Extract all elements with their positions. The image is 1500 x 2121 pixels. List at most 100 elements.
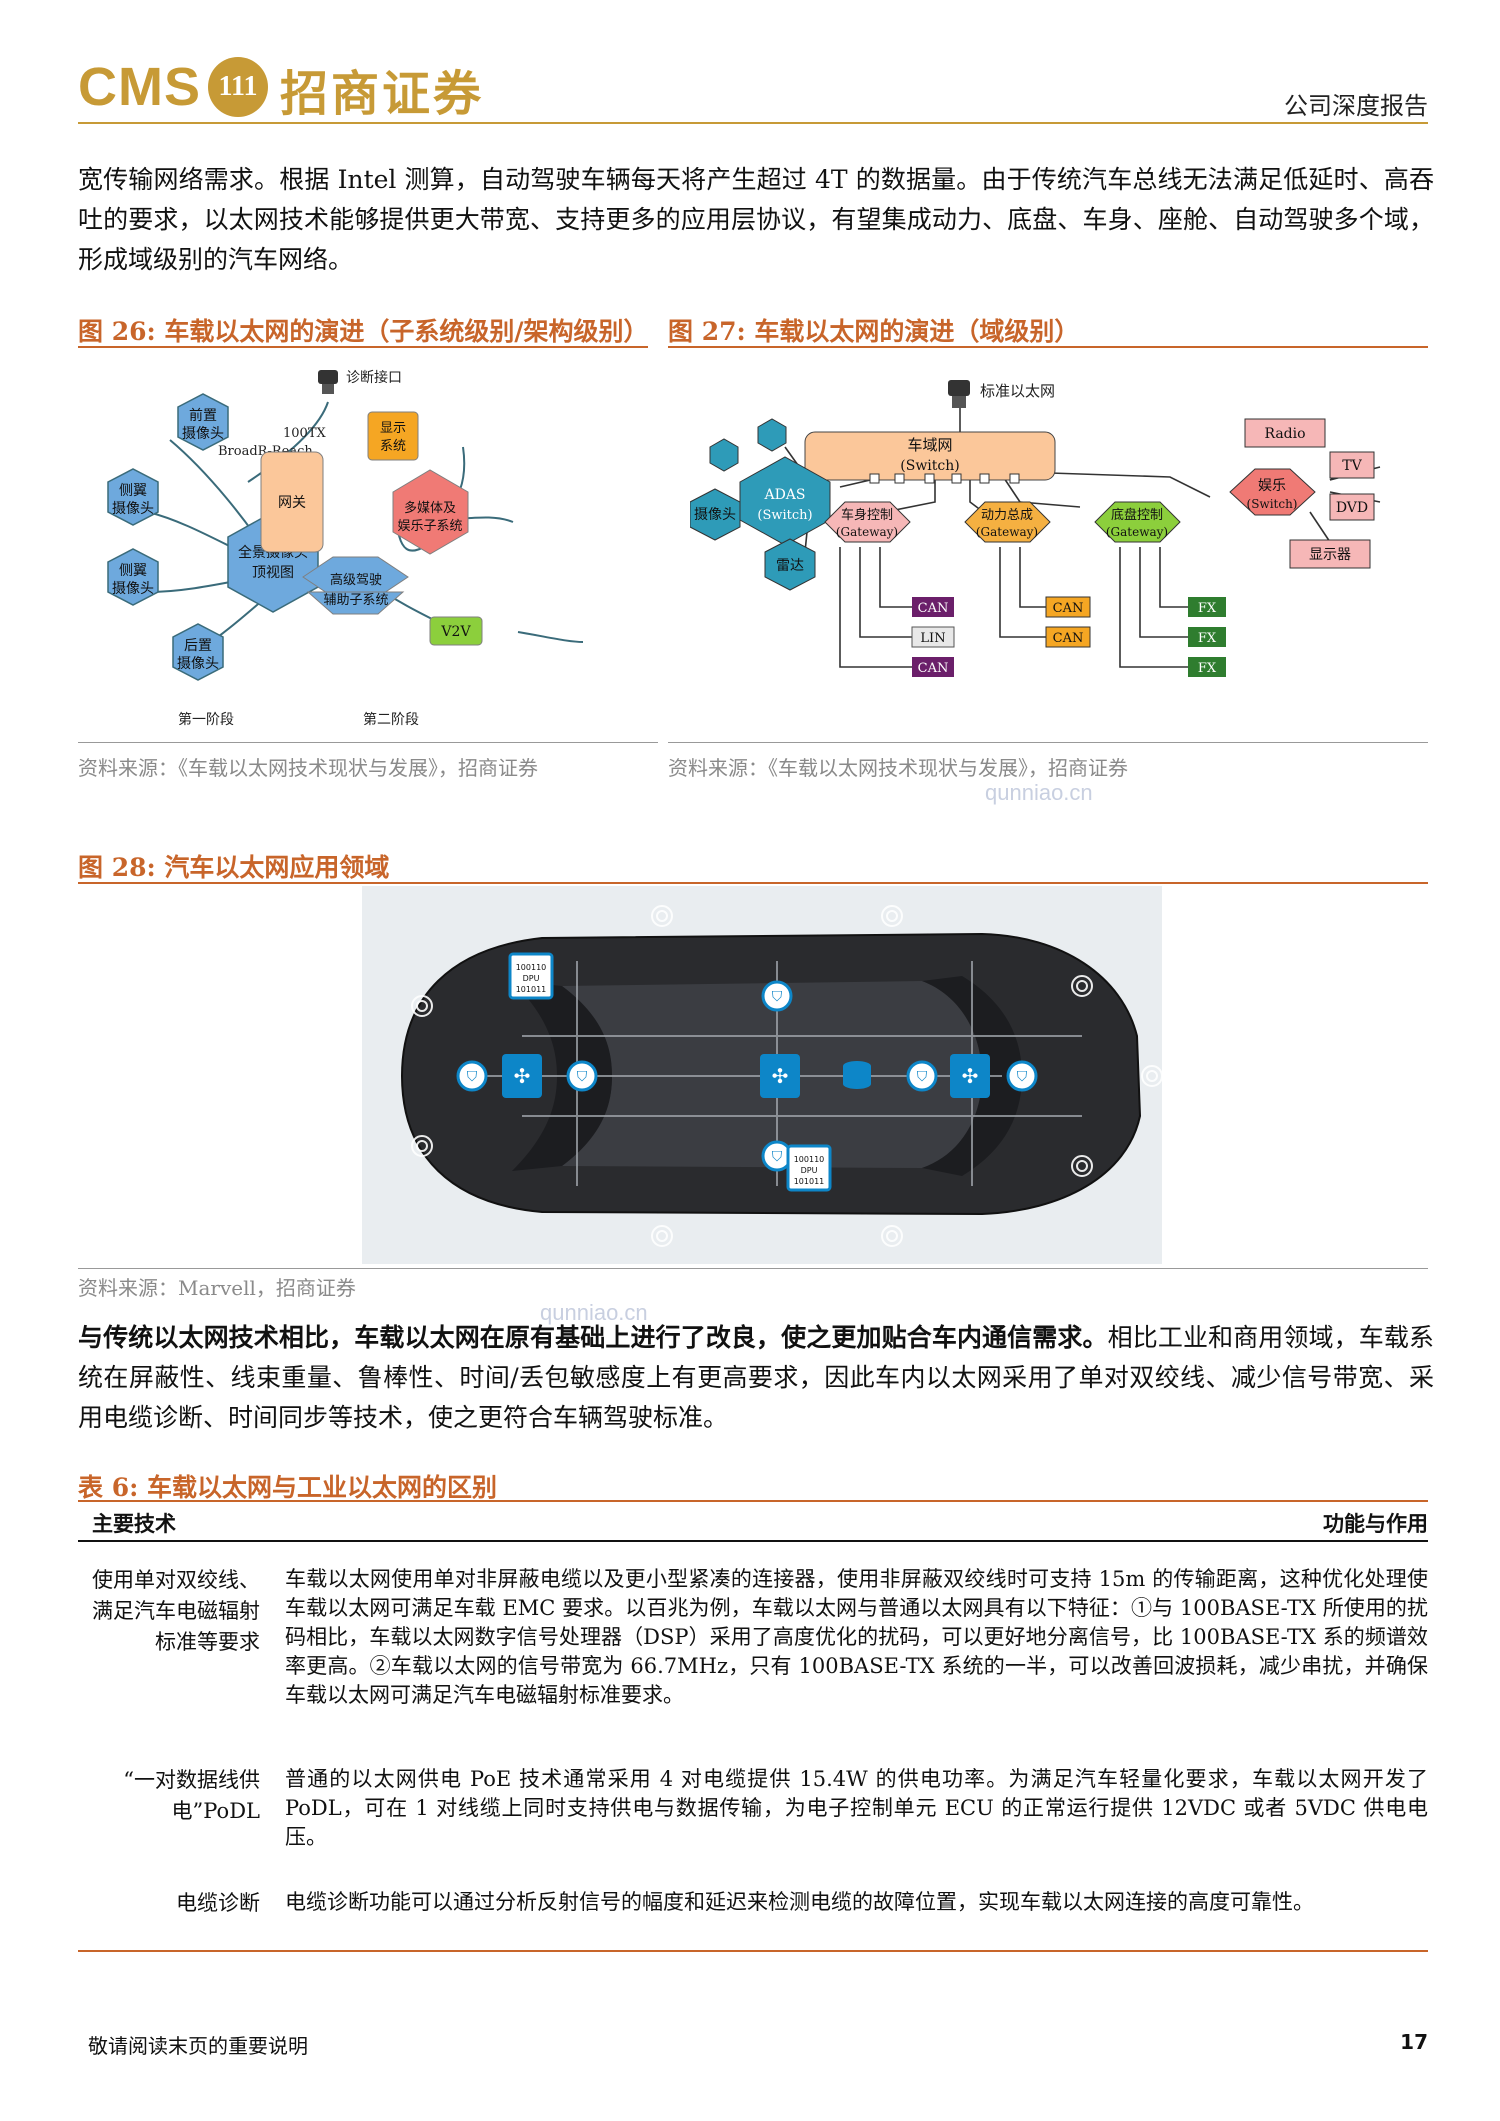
para2: 与传统以太网技术相比，车载以太网在原有基础上进行了改良，使之更加贴合车内通信需求… — [78, 1318, 1434, 1438]
table6-head-rule — [78, 1540, 1428, 1542]
svg-text:车域网: 车域网 — [907, 436, 952, 454]
table6-bottom-rule — [78, 1950, 1428, 1952]
svg-text:车身控制: 车身控制 — [841, 507, 893, 523]
hub-chip-rear: ✣ — [950, 1054, 990, 1098]
svg-text:多媒体及: 多媒体及 — [404, 500, 456, 516]
fig26-side-cam2-l2: 摄像头 — [112, 581, 154, 597]
intro-paragraph: 宽传输网络需求。根据 Intel 测算，自动驾驶车辆每天将产生超过 4T 的数据… — [78, 165, 1434, 274]
shield-node-6 — [1006, 1060, 1038, 1092]
fig26-title-rule — [78, 346, 648, 348]
watermark-1: qunniao.cn — [985, 780, 1093, 805]
para2-rest: 相比工业和商用领域，车载系统在屏蔽性、线束重量、鲁棒性、时间/丢包敏感度上有更高… — [78, 1323, 1434, 1432]
display-screen-box — [1289, 539, 1371, 569]
fig26-rear-cam-l2: 摄像头 — [177, 656, 219, 672]
fig28-title: 图 28: 汽车以太网应用领域 — [78, 853, 390, 882]
chassis-bus-3: FX — [1198, 661, 1217, 676]
fig27-source: 资料来源：《车载以太网技术现状与发展》，招商证券 — [668, 756, 1128, 780]
svg-text:100110: 100110 — [516, 963, 547, 972]
table6-col1: 主要技术 — [92, 1511, 176, 1536]
svg-text:✣: ✣ — [772, 1064, 789, 1088]
fig27-monitor: 显示器 — [1309, 547, 1351, 563]
dpu-chip-1: 100110 DPU 101011 — [508, 952, 554, 1000]
fig26-side-cam1-l1: 侧翼 — [119, 483, 147, 499]
svg-text:底盘控制: 底盘控制 — [1111, 507, 1163, 523]
power-gateway-hex — [964, 501, 1051, 543]
fig26-rear-cam-l1: 后置 — [184, 638, 212, 654]
svg-text:⛉: ⛉ — [917, 1069, 928, 1085]
chassis-bus-1: FX — [1198, 601, 1217, 616]
chassis-bus-2: FX — [1198, 631, 1217, 646]
svg-text:(Gateway): (Gateway) — [1106, 525, 1168, 539]
rear-cam-hex — [172, 623, 224, 681]
front-cam-hex — [177, 393, 229, 451]
fig27-radio: Radio — [1264, 426, 1305, 442]
svg-text:(Gateway): (Gateway) — [976, 525, 1038, 539]
fig26-gateway: 网关 — [278, 495, 306, 511]
fig26-front-cam-l2: 摄像头 — [182, 426, 224, 442]
fig26-v2v: V2V — [440, 624, 471, 640]
page-number: 17 — [1400, 2030, 1428, 2054]
para2-bold: 与传统以太网技术相比，车载以太网在原有基础上进行了改良，使之更加贴合车内通信需求… — [78, 1323, 1108, 1352]
svg-text:(Gateway): (Gateway) — [836, 525, 898, 539]
side-cam1-hex — [107, 468, 159, 526]
fig26-stage2-label: 第二阶段 — [363, 711, 419, 728]
fig26-diag-label: 诊断接口 — [346, 369, 402, 386]
display-box — [367, 411, 419, 461]
small-hex-2 — [709, 438, 739, 472]
v2v-box — [429, 616, 483, 646]
svg-text:101011: 101011 — [794, 1177, 825, 1186]
fig27-title: 图 27: 车载以太网的演进（域级别） — [668, 317, 1080, 346]
fig27-std-eth: 标准以太网 — [980, 382, 1055, 400]
tv-box — [1329, 451, 1375, 479]
fig27-bottom-rule — [668, 742, 1428, 743]
svg-text:娱乐子系统: 娱乐子系统 — [397, 519, 462, 534]
footer-note: 敬请阅读末页的重要说明 — [88, 2034, 308, 2058]
shield-node-1 — [456, 1060, 488, 1092]
fig28-image: ✣ ✣ ✣ ⛉⛉⛉ ⛉⛉⛉ — [362, 886, 1163, 1264]
body-bus-1: CAN — [918, 601, 949, 616]
shield-node-3 — [761, 980, 793, 1012]
svg-text:100110: 100110 — [794, 1155, 825, 1164]
shield-node-5 — [906, 1060, 938, 1092]
svg-text:⛉: ⛉ — [772, 1149, 783, 1165]
fig26-side-cam1-l2: 摄像头 — [112, 501, 154, 517]
table6-row1-tech: 使用单对双绞线、满足汽车电磁辐射标准等要求 — [92, 1568, 260, 1654]
body-gateway-hex — [824, 501, 911, 543]
hub-chip-front: ✣ — [502, 1054, 542, 1098]
svg-text:101011: 101011 — [516, 985, 547, 994]
table6-row3-desc: 电缆诊断功能可以通过分析反射信号的幅度和延迟来检测电缆的故障位置，实现车载以太网… — [285, 1890, 1314, 1914]
svg-text:动力总成: 动力总成 — [981, 508, 1033, 523]
fig26-front-cam-l1: 前置 — [189, 407, 217, 424]
rear-window — [922, 976, 1022, 1176]
dpu-chip-2: 100110 DPU 101011 — [786, 1144, 832, 1192]
watermark-2: qunniao.cn — [540, 1300, 648, 1325]
diag-connector-icon — [318, 370, 338, 394]
fig27-radar: 雷达 — [776, 558, 804, 574]
table6-row2-tech: “一对数据线供电”PoDL — [123, 1768, 260, 1823]
svg-text:DPU: DPU — [801, 1166, 818, 1175]
fig26-stage1-label: 第一阶段 — [178, 711, 234, 728]
fig27-diagram: 标准以太网 车域网 (Switch) ADAS (Switch) 摄像头 雷达 … — [690, 380, 1381, 677]
small-hex-1 — [757, 418, 787, 452]
svg-text:辅助子系统: 辅助子系统 — [323, 593, 388, 608]
dvd-box — [1329, 493, 1375, 521]
svg-text:✣: ✣ — [962, 1064, 979, 1088]
shield-node-2 — [566, 1060, 598, 1092]
fig26-center-l2: 顶视图 — [252, 565, 294, 581]
power-bus-1: CAN — [1053, 601, 1084, 616]
fig26-100tx-label: 100TX — [283, 426, 326, 441]
header-divider — [78, 122, 1428, 124]
fig27-title-rule — [668, 346, 1428, 348]
power-bus-2: CAN — [1053, 631, 1084, 646]
side-cam2-hex — [107, 548, 159, 606]
hub-chip-center: ✣ — [760, 1054, 800, 1098]
svg-text:⛉: ⛉ — [1017, 1069, 1028, 1085]
database-icon — [843, 1061, 871, 1089]
table6-row3-tech: 电缆诊断 — [176, 1891, 260, 1915]
chassis-gateway-hex — [1094, 501, 1181, 543]
table6-title: 表 6: 车载以太网与工业以太网的区别 — [78, 1473, 498, 1502]
fig28-title-rule — [78, 882, 1428, 884]
table6-row2-desc: 普通的以太网供电 PoE 技术通常采用 4 对电缆提供 15.4W 的供电功率。… — [285, 1767, 1428, 1849]
svg-text:⛉: ⛉ — [577, 1069, 588, 1085]
std-eth-connector-icon — [948, 380, 970, 408]
